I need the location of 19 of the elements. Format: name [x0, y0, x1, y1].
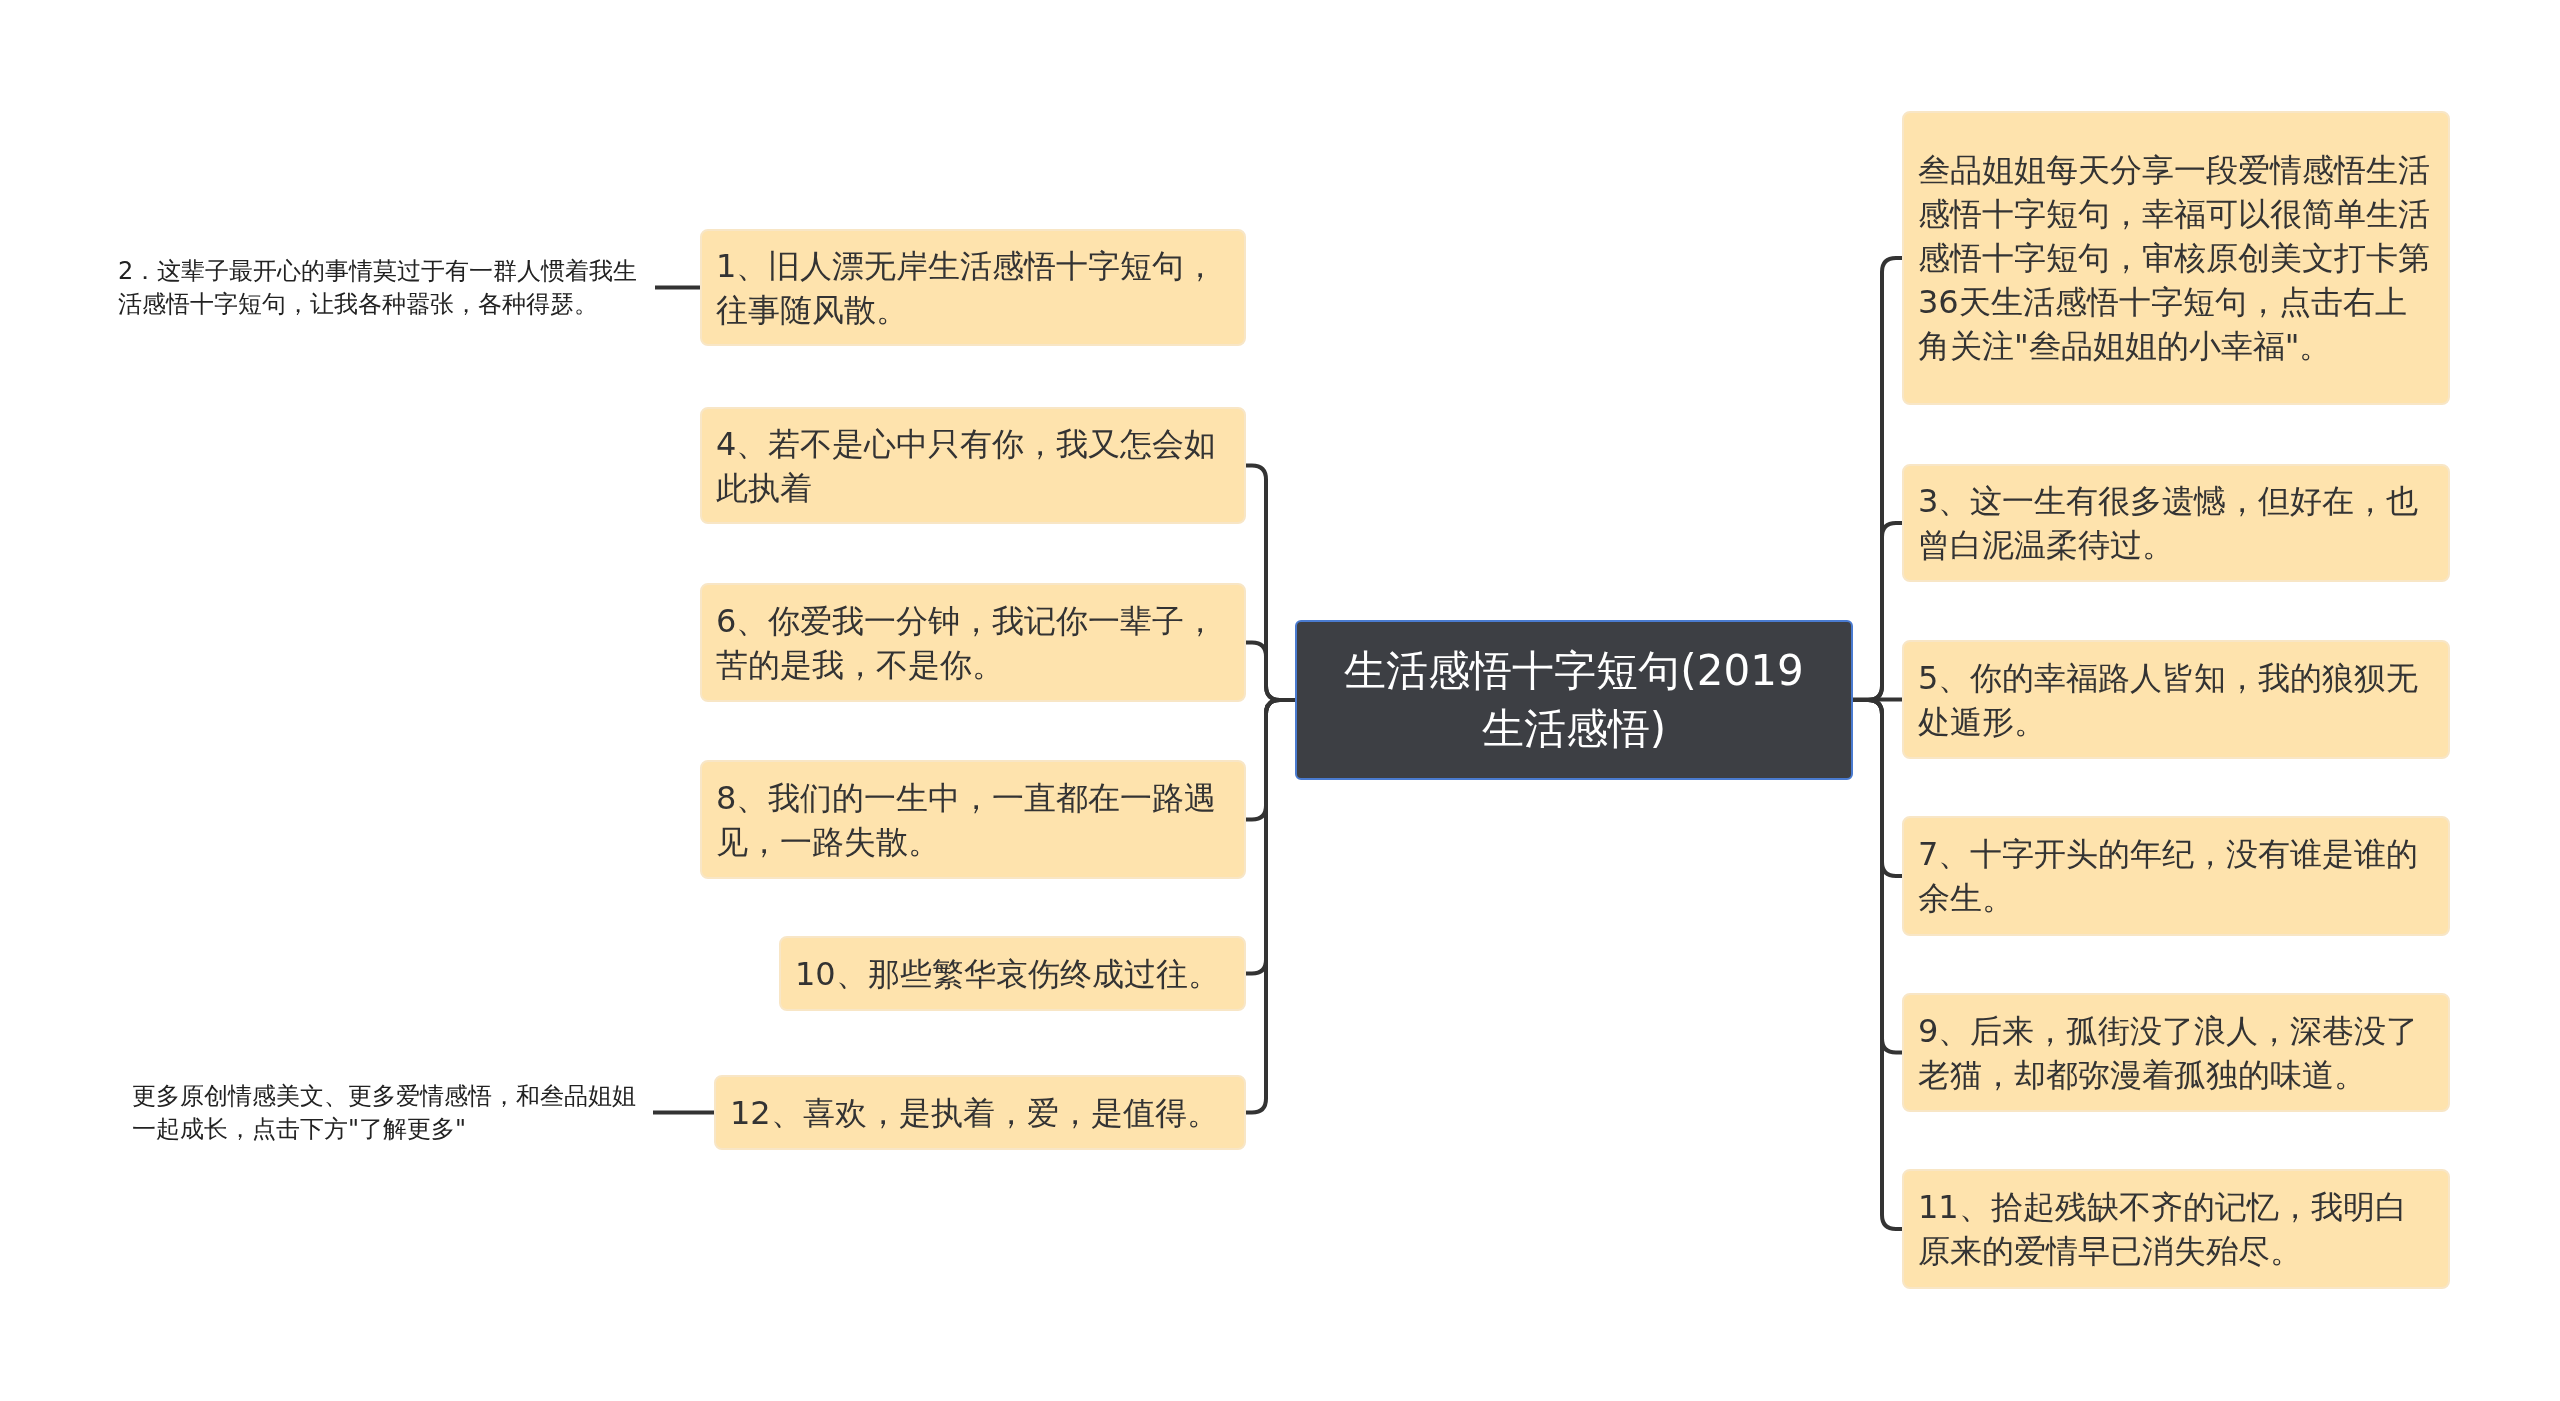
topic-box: 5、你的幸福路人皆知，我的狼狈无处遁形。 [1902, 640, 2450, 759]
connector-line [653, 1110, 714, 1115]
topic-box: 9、后来，孤街没了浪人，深巷没了老猫，却都弥漫着孤独的味道。 [1902, 993, 2450, 1112]
connector-line [1853, 698, 1902, 1231]
topic-box: 3、这一生有很多遗憾，但好在，也曾白泥温柔待过。 [1902, 464, 2450, 582]
topic-box: 11、拾起残缺不齐的记忆，我明白原来的爱情早已消失殆尽。 [1902, 1169, 2450, 1289]
topic-box: 10、那些繁华哀伤终成过往。 [779, 936, 1246, 1011]
connector-line [655, 285, 700, 290]
central-topic-box: 生活感悟十字短句(2019 生活感悟) [1295, 620, 1853, 780]
note-text: 2．这辈子最开心的事情莫过于有一群人惯着我生活感悟十字短句，让我各种嚣张，各种得瑟。 [118, 236, 655, 340]
topic-box: 12、喜欢，是执着，爱，是值得。 [714, 1075, 1246, 1150]
topic-box: 1、旧人漂无岸生活感悟十字短句，往事随风散。 [700, 229, 1246, 346]
topic-box: 8、我们的一生中，一直都在一路遇见，一路失散。 [700, 760, 1246, 879]
topic-box: 4、若不是心中只有你，我又怎会如此执着 [700, 407, 1246, 524]
topic-box: 7、十字开头的年纪，没有谁是谁的余生。 [1902, 816, 2450, 936]
topic-box: 叁品姐姐每天分享一段爱情感悟生活感悟十字短句，幸福可以很简单生活感悟十字短句，审核原创美文打卡第36天生活感悟十字短句，点击右上角关注"叁品姐姐的小幸福"。 [1902, 111, 2450, 405]
topic-box: 6、你爱我一分钟，我记你一辈子，苦的是我，不是你。 [700, 583, 1246, 702]
connector-line [1246, 698, 1295, 1115]
note-text: 更多原创情感美文、更多爱情感悟，和叁品姐姐一起成长，点击下方"了解更多" [132, 1078, 653, 1148]
